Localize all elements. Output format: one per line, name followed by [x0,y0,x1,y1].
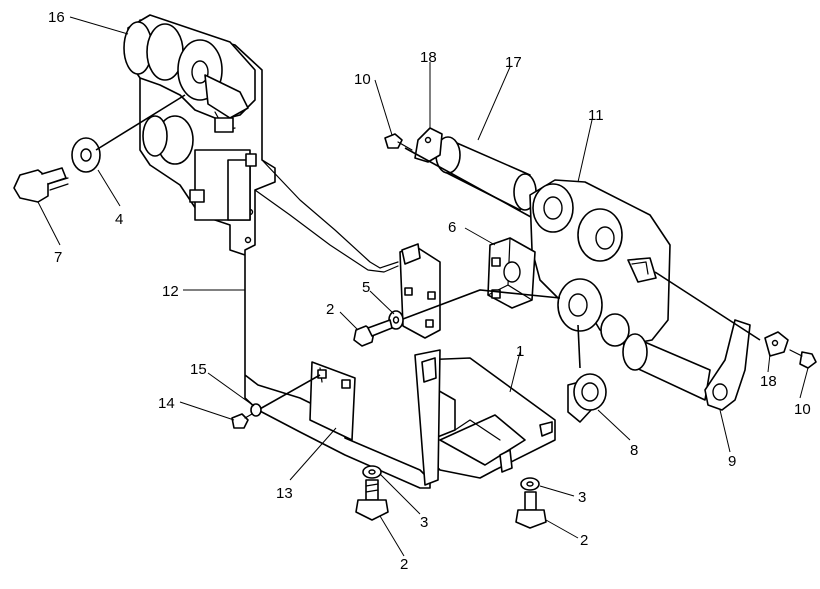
axis-line-middle [394,289,561,323]
axis-line-upper-middle [404,147,541,223]
callout-15: 15 [190,361,207,378]
part-7-bolt [13,167,69,203]
part-13-bottom-plate [309,361,356,441]
part-18-clip-left [414,127,443,163]
part-6-block [487,237,536,309]
part-8-roller [567,373,607,423]
part-10-screw-left [384,133,413,151]
part-15-washer [250,403,262,417]
part-10-screw-right [789,349,817,369]
part-3-washer-left [362,465,382,479]
part-14-screw [231,413,253,429]
callout-9: 9 [728,453,736,470]
axis-line-upper-left [95,94,186,151]
callout-8: 8 [630,442,638,459]
part-17-sleeve [435,136,537,211]
callout-12: 12 [162,283,179,300]
axis-line-lower-left [257,374,321,411]
part-3-washer-right [520,477,540,491]
part-2-bolt-bottom-right [515,491,547,529]
callout-6: 6 [448,219,456,236]
callout-16: 16 [48,9,65,26]
callout-labels: 16 10 18 17 11 6 5 2 12 15 14 13 1 8 9 1… [48,9,811,573]
callout-13: 13 [276,485,293,502]
part-2-bolt-left [353,319,393,347]
callout-18-right: 18 [760,373,777,390]
callout-17: 17 [505,54,522,71]
part-11-lever-housing [529,179,671,347]
part-18-clip-right [764,331,789,357]
bracket-plate-middle [399,243,441,339]
part-4-washer [71,137,101,173]
callout-5: 5 [362,279,370,296]
axis-line-right [654,271,761,341]
callout-10-right: 10 [794,401,811,418]
callout-1: 1 [516,343,524,360]
callout-2-bottom-left: 2 [400,556,408,573]
leader-lines [37,16,809,557]
part-2-bolt-bottom-left [355,479,389,521]
callout-3-right: 3 [578,489,586,506]
callout-10-left: 10 [354,71,371,88]
axis-line-roller [577,324,581,369]
callout-4: 4 [115,211,123,228]
part-1-base-bracket [414,349,556,486]
part-16-yoke-assembly [123,14,257,221]
callout-2-left: 2 [326,301,334,318]
part-9-lever-arm [622,319,751,411]
callout-7: 7 [54,249,62,266]
callout-3-left: 3 [420,514,428,531]
callout-14: 14 [158,395,175,412]
callout-18-left: 18 [420,49,437,66]
callout-2-bottom-right: 2 [580,532,588,549]
callout-11: 11 [588,107,604,124]
